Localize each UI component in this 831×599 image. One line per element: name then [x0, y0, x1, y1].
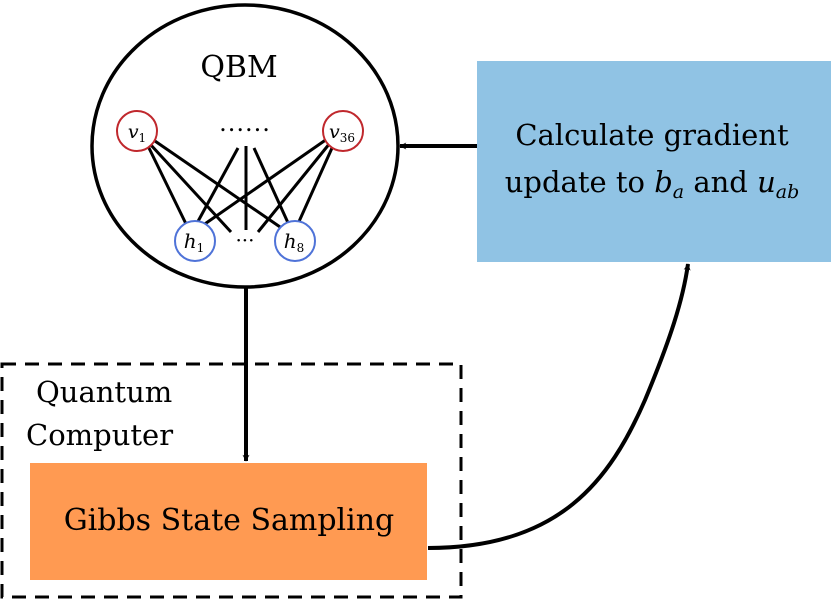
gradient-box-line1: Calculate gradient	[515, 118, 789, 152]
edge-v36-h1	[198, 137, 328, 230]
gradient-line2-mid: and	[684, 165, 757, 199]
hidden-node-h1-var: h	[184, 229, 197, 253]
edge-dots-h8	[252, 147, 291, 226]
gradient-var-b: b	[654, 165, 673, 199]
quantum-computer-label-line1: Quantum	[36, 375, 172, 409]
edge-v1-dots	[148, 142, 233, 234]
hidden-node-h1-sub: 1	[197, 241, 205, 255]
hidden-node-h8-sub: 8	[297, 241, 305, 255]
qbm-connections	[146, 137, 334, 234]
visible-node-v1-sub: 1	[139, 131, 147, 145]
visible-node-v36-var: v	[329, 121, 340, 143]
gradient-line2-prefix: update to	[505, 165, 654, 199]
hidden-node-h1: h1	[174, 220, 216, 262]
svg-text:h1: h1	[184, 229, 205, 255]
qbm-title: QBM	[200, 50, 277, 85]
quantum-computer-label-line2: Computer	[26, 418, 173, 452]
edge-v36-h8	[295, 147, 334, 227]
gradient-box-line2: update to ba and uab	[505, 165, 800, 203]
visible-node-v36: v36	[322, 110, 364, 152]
hidden-nodes-ellipsis: ···	[235, 228, 254, 252]
arrow-gibbs-to-gradient	[427, 263, 691, 550]
gibbs-sampling-label: Gibbs State Sampling	[64, 503, 395, 538]
edge-v1-h1	[146, 145, 190, 229]
gradient-var-u: u	[757, 165, 776, 199]
gradient-sub-a: a	[673, 181, 684, 203]
gradient-box	[477, 61, 831, 262]
svg-text:h8: h8	[284, 229, 305, 255]
visible-nodes-ellipsis: ......	[219, 109, 271, 137]
gradient-sub-ab: ab	[776, 181, 800, 203]
visible-node-v36-sub: 36	[340, 131, 355, 145]
quantum-computer-dashed-box	[0, 362, 463, 599]
hidden-node-h8-var: h	[284, 229, 297, 253]
svg-text:v36: v36	[329, 121, 355, 145]
visible-node-v1-var: v	[128, 121, 139, 143]
visible-node-v1: v1	[116, 110, 158, 152]
edge-v36-dots	[256, 142, 332, 233]
hidden-node-h8: h8	[274, 220, 316, 262]
gibbs-sampling-box	[30, 463, 427, 580]
svg-text:v1: v1	[128, 121, 146, 145]
edge-dots-h1	[194, 147, 240, 226]
